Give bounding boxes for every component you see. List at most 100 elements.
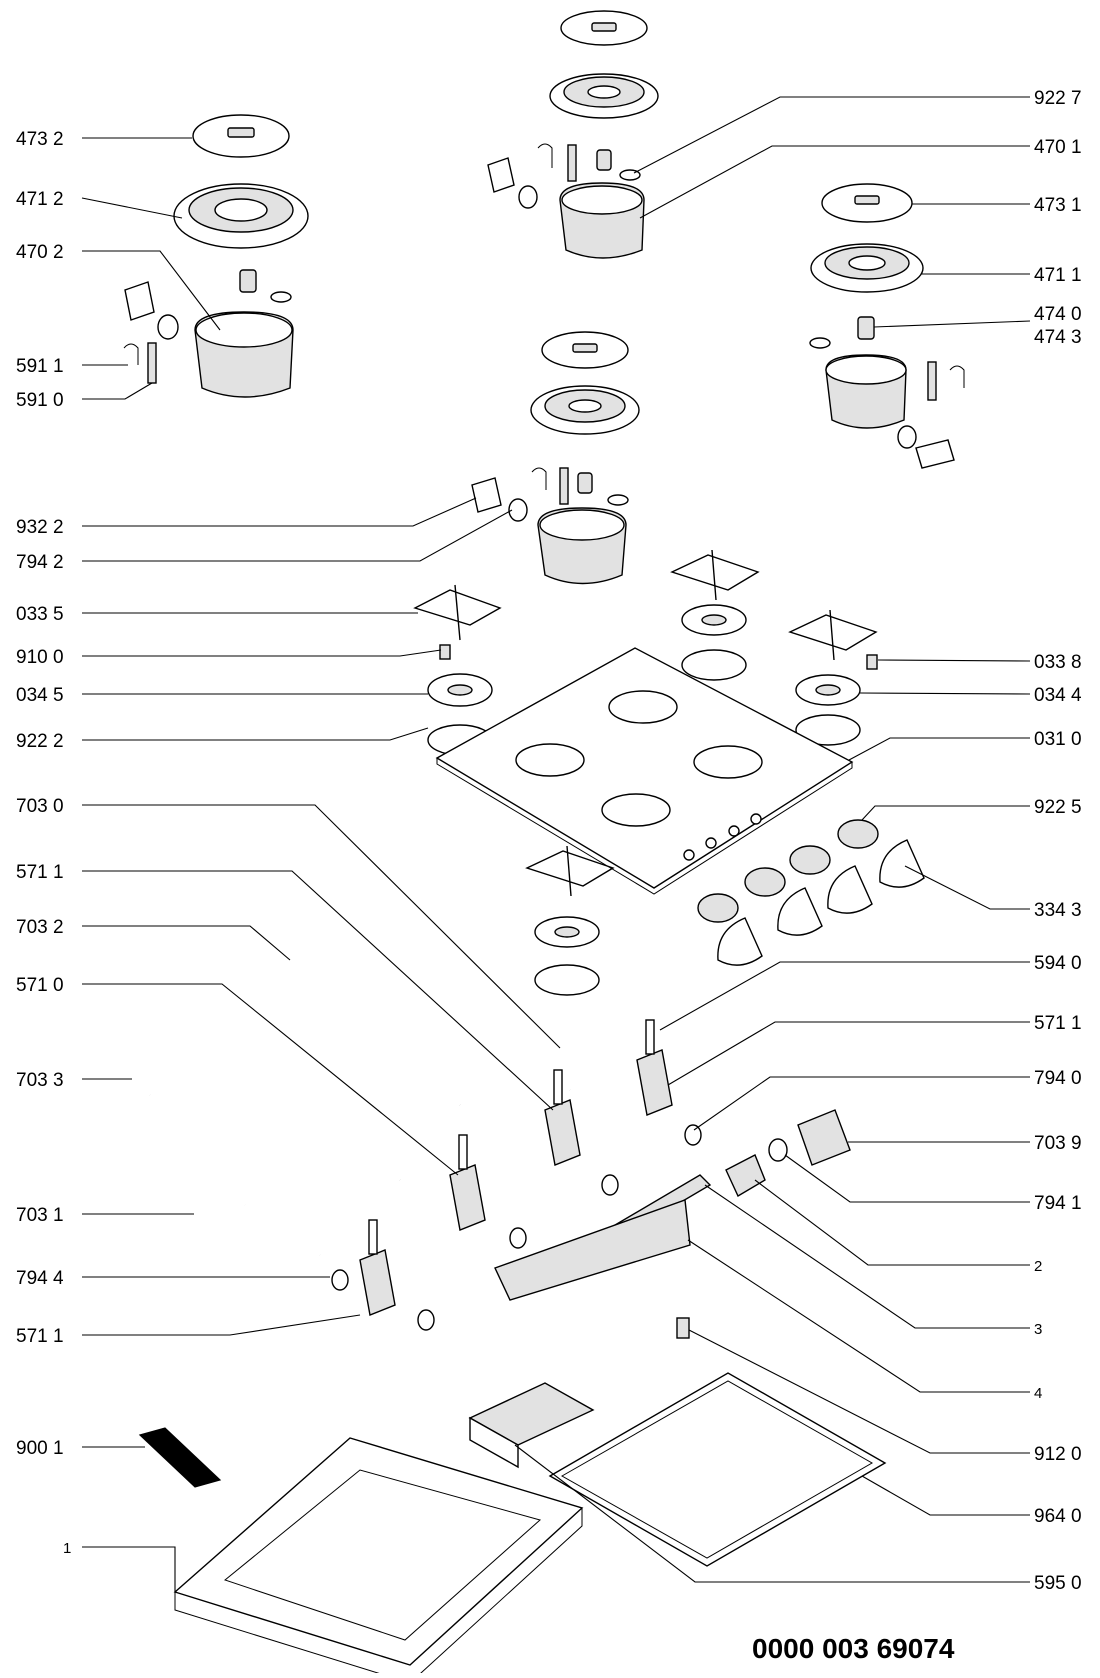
clamp-middle — [471, 477, 502, 513]
callout-900-1: 900 1 — [16, 1438, 64, 1459]
callout-922-2: 922 2 — [16, 731, 64, 752]
leader-474 — [873, 320, 1031, 328]
callout-571-1-b: 571 1 — [16, 1326, 64, 1347]
leader-703-2 — [82, 925, 291, 961]
ring-034-4-inner — [815, 684, 841, 696]
callout-2: 2 — [1034, 1258, 1042, 1275]
washer-794-1 — [768, 1138, 788, 1162]
thermocouple-left — [147, 342, 157, 384]
burner-body-rim-right — [825, 355, 907, 385]
callout-474-3: 474 3 — [1034, 327, 1082, 348]
leader-794-1 — [784, 1154, 1030, 1203]
callout-031-0: 031 0 — [1034, 729, 1082, 750]
callout-3: 3 — [1034, 1321, 1042, 1338]
pan-support-front — [525, 845, 615, 897]
bezel-4 — [837, 819, 879, 849]
thermocouple-top-center — [567, 144, 577, 182]
ignition-box-side — [469, 1416, 519, 1469]
pipe-703-1-outline — [197, 1202, 321, 1257]
leader-470-1 — [639, 145, 1030, 219]
pan-support-right — [788, 609, 878, 661]
burner-middle — [471, 331, 640, 585]
seal-794-4 — [331, 1269, 349, 1291]
knob-hole-1 — [683, 849, 695, 861]
callout-932-2: 932 2 — [16, 517, 64, 538]
spark-plug-clip-top-center — [537, 143, 553, 168]
gas-manifold — [494, 1109, 851, 1339]
injector-left — [239, 269, 257, 293]
control-knobs — [697, 819, 925, 966]
washer-right — [809, 337, 831, 349]
burner-body-rim-left — [195, 312, 293, 348]
leader-033-8 — [877, 659, 1031, 662]
seal-tap-1 — [417, 1309, 435, 1331]
hob-hole-rear — [608, 690, 678, 724]
callouts-left: 473 2 471 2 470 2 591 1 591 0 932 2 794 … — [16, 129, 71, 1557]
flame-spreader-center-right — [848, 255, 886, 271]
gas-tap-4 — [636, 1049, 673, 1116]
ring-front-inner — [554, 926, 580, 938]
seal-tap-4 — [684, 1124, 702, 1146]
leader-794-2 — [82, 509, 513, 562]
pipe-703-0 — [553, 1044, 619, 1091]
knob-hole-4 — [750, 813, 762, 825]
callout-034-5: 034 5 — [16, 685, 64, 706]
spark-plug-clip-right — [949, 365, 965, 388]
clamp-left — [124, 281, 155, 321]
burner-top-center — [487, 10, 659, 259]
leader-922-7 — [633, 96, 1030, 174]
clamp-top-center — [487, 157, 515, 193]
bottom-parts — [138, 1372, 887, 1678]
callout-594-0: 594 0 — [1034, 953, 1082, 974]
gasket-front — [534, 964, 600, 996]
callout-794-0: 794 0 — [1034, 1068, 1082, 1089]
seal-frame-964-0 — [548, 1372, 887, 1567]
callout-703-0: 703 0 — [16, 796, 64, 817]
callout-474-0: 474 0 — [1034, 304, 1082, 325]
leader-1 — [82, 1546, 176, 1592]
callout-470-2: 470 2 — [16, 242, 64, 263]
callout-4: 4 — [1034, 1385, 1042, 1402]
seal-tap-3 — [601, 1174, 619, 1196]
bezel-3 — [789, 845, 831, 875]
seal-frame-964-0-inner — [560, 1380, 874, 1559]
burner-body-rim-middle — [539, 509, 625, 541]
callout-473-2: 473 2 — [16, 129, 64, 150]
leader-lines — [81, 96, 1031, 1592]
screw-912-0 — [676, 1317, 690, 1339]
callout-470-1: 470 1 — [1034, 137, 1082, 158]
gas-tap-2-spindle — [458, 1134, 468, 1170]
gas-tap-3-spindle — [553, 1069, 563, 1105]
callout-912-0: 912 0 — [1034, 1444, 1082, 1465]
seal-tap-2 — [509, 1227, 527, 1249]
burner-cap-slot-left — [227, 127, 255, 138]
leader-3 — [704, 1184, 1030, 1329]
elbow-703-9 — [797, 1109, 851, 1166]
leader-912-0 — [688, 1329, 1030, 1454]
cooktop-plate-edge — [436, 758, 853, 895]
callout-922-7: 922 7 — [1034, 88, 1082, 109]
burner-left — [123, 114, 309, 398]
hob-hole-front — [601, 793, 671, 827]
knob-4 — [879, 839, 925, 888]
callout-591-0: 591 0 — [16, 390, 64, 411]
callout-794-2: 794 2 — [16, 552, 64, 573]
leader-922-5 — [861, 805, 1030, 821]
callout-703-3: 703 3 — [16, 1070, 64, 1091]
leader-794-0 — [693, 1076, 1030, 1131]
gas-tap-3 — [544, 1099, 581, 1166]
callout-033-8: 033 8 — [1034, 652, 1082, 673]
leader-964-0 — [861, 1475, 1030, 1516]
pan-support-center — [670, 549, 760, 601]
leader-571-1-c — [667, 1021, 1030, 1086]
seal-ring-right — [897, 425, 917, 449]
screw-910 — [439, 644, 451, 660]
manifold-rail-4 — [494, 1199, 691, 1301]
pan-supports — [413, 549, 878, 996]
leader-571-0 — [82, 983, 459, 1176]
leader-922-2 — [82, 727, 429, 741]
seal-ring-middle — [508, 498, 528, 522]
document-number: 0000 003 69074 — [752, 1633, 955, 1664]
leader-571-1-a — [82, 870, 554, 1111]
